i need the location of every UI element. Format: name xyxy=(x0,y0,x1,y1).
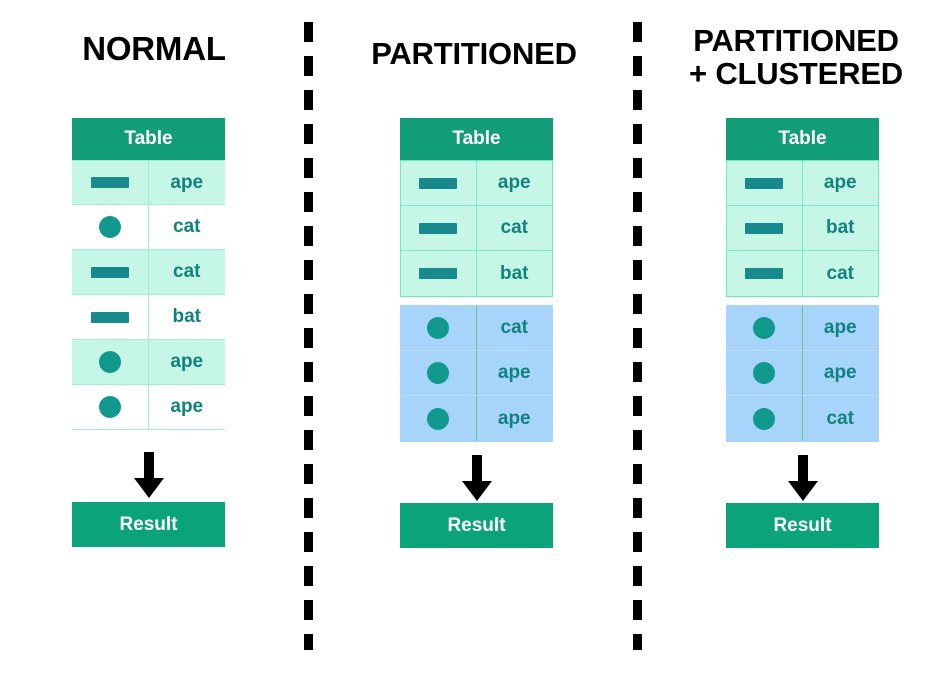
dash-icon xyxy=(401,206,477,250)
row-label: ape xyxy=(497,407,531,429)
table-row[interactable]: cat xyxy=(401,206,552,251)
table-body-normal: ape cat cat bat ape xyxy=(72,160,225,430)
panel-title-pc-line1: PARTITIONED xyxy=(693,23,899,58)
table-row[interactable]: cat xyxy=(401,306,552,351)
table-row[interactable]: cat xyxy=(72,205,225,250)
row-label: bat xyxy=(172,306,202,327)
table-row[interactable]: bat xyxy=(401,251,552,296)
partition-block-blue: cat ape ape xyxy=(400,305,553,442)
circle-icon xyxy=(72,385,149,429)
table-row[interactable]: ape xyxy=(72,160,225,205)
table-row[interactable]: ape xyxy=(727,161,878,206)
row-label: ape xyxy=(170,171,204,193)
divider-dashed-1 xyxy=(304,22,313,650)
circle-icon xyxy=(727,306,803,350)
circle-icon xyxy=(727,351,803,395)
divider-dashed-2 xyxy=(633,22,642,650)
dash-icon xyxy=(72,161,149,204)
row-label: ape xyxy=(497,362,531,383)
result-box-normal: Result xyxy=(72,502,225,547)
table-row[interactable]: ape xyxy=(401,161,552,206)
row-label: ape xyxy=(170,396,204,417)
table-row[interactable]: cat xyxy=(72,250,225,295)
row-label: cat xyxy=(826,262,854,284)
row-label: cat xyxy=(826,407,854,429)
row-label: ape xyxy=(170,351,204,372)
down-arrow-icon xyxy=(460,455,494,501)
circle-icon xyxy=(72,340,149,384)
row-label: cat xyxy=(173,261,201,282)
table-row[interactable]: bat xyxy=(727,206,878,251)
panel-title-partitioned-clustered: PARTITIONED + CLUSTERED xyxy=(642,23,950,91)
dash-icon xyxy=(401,161,477,205)
result-box-partitioned: Result xyxy=(400,503,553,548)
partition-block-mint: ape bat cat xyxy=(726,160,879,297)
dash-icon xyxy=(727,161,803,205)
table-normal: Table ape cat cat bat xyxy=(72,118,225,430)
table-row[interactable]: bat xyxy=(72,295,225,340)
table-header-partitioned-clustered: Table xyxy=(726,118,879,160)
panel-title-pc-line2: + CLUSTERED xyxy=(689,55,903,91)
row-label: cat xyxy=(173,216,201,237)
partition-block-blue: ape ape cat xyxy=(726,305,879,442)
table-row[interactable]: cat xyxy=(727,396,878,441)
dash-icon xyxy=(72,250,149,294)
panel-title-partitioned: PARTITIONED xyxy=(312,36,636,71)
dash-icon xyxy=(401,251,477,296)
result-box-partitioned-clustered: Result xyxy=(726,503,879,548)
down-arrow-icon xyxy=(786,455,820,501)
panel-title-partitioned-line1: PARTITIONED xyxy=(371,36,577,71)
table-row[interactable]: ape xyxy=(72,340,225,385)
circle-icon xyxy=(727,396,803,441)
panel-partitioned: PARTITIONED Table ape cat bat xyxy=(312,0,636,675)
table-header-normal: Table xyxy=(72,118,225,160)
table-row[interactable]: ape xyxy=(401,396,552,441)
panel-partitioned-clustered: PARTITIONED + CLUSTERED Table ape bat ca… xyxy=(642,0,950,675)
row-label: ape xyxy=(823,172,857,193)
panel-title-normal-line1: NORMAL xyxy=(82,30,226,67)
table-row[interactable]: ape xyxy=(727,351,878,396)
table-row[interactable]: ape xyxy=(727,306,878,351)
row-label: bat xyxy=(500,262,529,284)
circle-icon xyxy=(401,396,477,441)
row-label: cat xyxy=(500,317,528,338)
dash-icon xyxy=(727,206,803,250)
panel-title-normal: NORMAL xyxy=(0,30,308,67)
down-arrow-icon xyxy=(132,452,166,498)
circle-icon xyxy=(401,306,477,350)
circle-icon xyxy=(72,205,149,249)
row-label: ape xyxy=(497,172,531,193)
row-label: ape xyxy=(823,317,857,338)
table-header-partitioned: Table xyxy=(400,118,553,160)
table-row[interactable]: ape xyxy=(72,385,225,430)
row-label: cat xyxy=(500,217,528,238)
table-partitioned: Table ape cat bat cat xyxy=(400,118,553,442)
row-label: bat xyxy=(826,217,855,238)
panel-normal: NORMAL Table ape cat cat bat xyxy=(0,0,308,675)
partition-block-mint: ape cat bat xyxy=(400,160,553,297)
table-partitioned-clustered: Table ape bat cat ape xyxy=(726,118,879,442)
table-row[interactable]: cat xyxy=(727,251,878,296)
dash-icon xyxy=(727,251,803,296)
dash-icon xyxy=(72,295,149,339)
table-row[interactable]: ape xyxy=(401,351,552,396)
row-label: ape xyxy=(823,362,857,383)
circle-icon xyxy=(401,351,477,395)
